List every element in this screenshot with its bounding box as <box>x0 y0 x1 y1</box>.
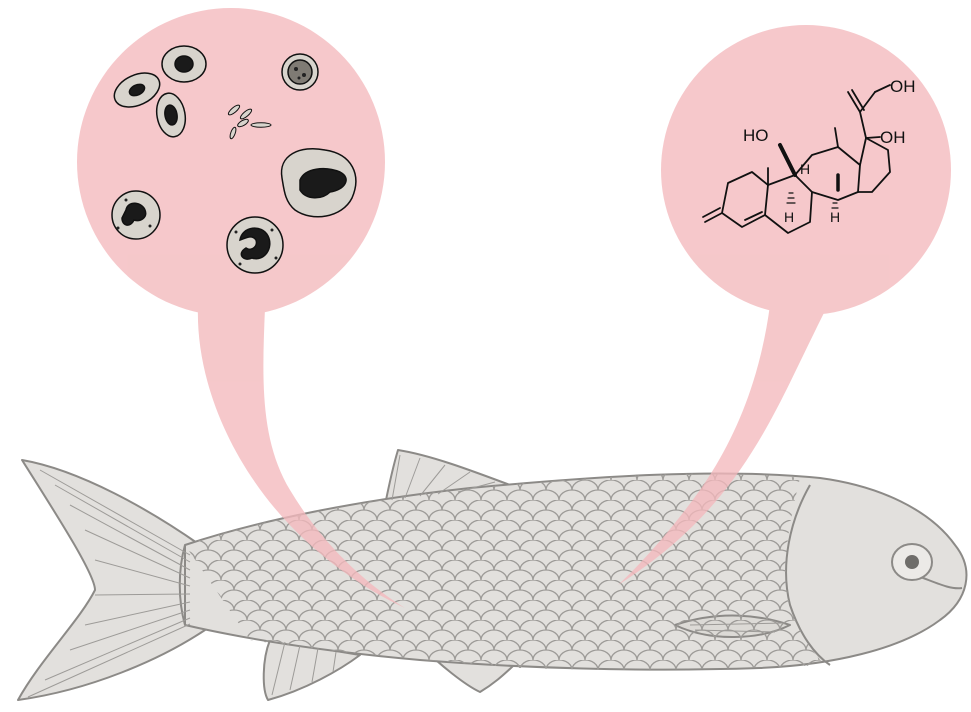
neutrophil-1 <box>112 191 160 239</box>
tail-fin <box>18 460 205 700</box>
oh-side-label: OH <box>880 128 906 147</box>
monocyte <box>282 149 356 217</box>
neutrophil-2 <box>227 217 283 273</box>
ho-label: HO <box>743 126 769 145</box>
h-right-label: H <box>830 209 840 225</box>
h-left-label: H <box>784 209 794 225</box>
lymphocyte <box>282 54 318 90</box>
h-mid-label: H <box>800 161 810 177</box>
erythrocyte-2 <box>162 46 206 82</box>
oh-top-label: OH <box>890 77 916 96</box>
